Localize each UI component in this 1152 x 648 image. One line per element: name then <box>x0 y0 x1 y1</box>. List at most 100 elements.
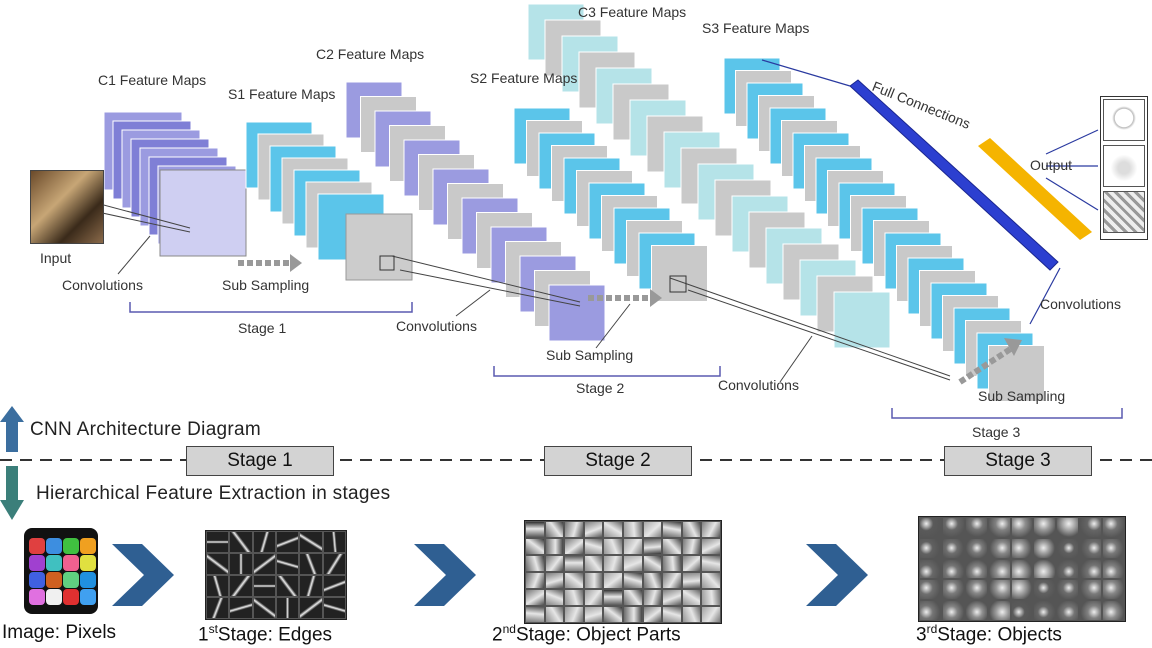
feature-cell <box>525 555 545 572</box>
feature-cell <box>987 537 1011 559</box>
feature-cell <box>206 531 230 553</box>
arrow-down-icon <box>0 466 24 520</box>
object-parts-feature-grid <box>524 520 722 624</box>
sub-sampling-label-3: Sub Sampling <box>978 388 1066 404</box>
convolutions-label-4: Convolutions <box>1040 296 1121 312</box>
stage2-brace <box>493 366 721 377</box>
stage2-box: Stage 2 <box>544 446 692 476</box>
pixel-dot <box>46 572 62 588</box>
full-connections-bar <box>849 79 1059 271</box>
feature-cell <box>583 538 604 555</box>
connector-line <box>455 289 491 317</box>
feature-cell <box>525 538 545 555</box>
feature-cell <box>642 606 663 623</box>
feature-cell <box>701 589 721 606</box>
feature-cell <box>564 555 584 572</box>
connection-lines <box>69 59 1123 419</box>
feature-cell <box>544 572 565 589</box>
s3-feature-maps-label: S3 Feature Maps <box>702 20 810 36</box>
stage2-ordinal: 2 <box>492 624 503 646</box>
feature-cell <box>206 597 230 619</box>
feature-cell <box>1033 600 1057 621</box>
feature-cell <box>603 606 623 623</box>
feature-cell <box>1056 517 1080 538</box>
feature-cell <box>701 606 721 623</box>
feature-map <box>651 245 708 302</box>
edges-feature-grid <box>205 530 347 620</box>
connector-line <box>779 335 813 383</box>
arrow-head-icon <box>1004 338 1022 356</box>
feature-cell <box>252 553 276 575</box>
feature-cell <box>701 521 721 538</box>
feature-cell <box>1010 600 1034 621</box>
connector-line <box>1045 129 1099 155</box>
feature-cell <box>642 538 663 555</box>
feature-cell <box>681 521 702 538</box>
pixel-dot <box>80 538 96 554</box>
stage2-ordinal-suffix: nd <box>502 622 516 636</box>
stage3-ordinal-suffix: rd <box>926 622 938 636</box>
feature-cell <box>662 606 682 623</box>
stage1-ordinal-suffix: st <box>208 622 218 636</box>
c2-feature-maps-label: C2 Feature Maps <box>316 46 425 62</box>
feature-cell <box>919 537 942 559</box>
feature-cell <box>252 531 276 553</box>
feature-cell <box>603 589 623 606</box>
feature-cell <box>987 600 1011 621</box>
feature-cell <box>964 579 988 601</box>
feature-cell <box>1102 579 1125 601</box>
output-face-image <box>1103 99 1145 141</box>
pixels-phone-image <box>24 528 98 614</box>
chevron-right-icon <box>806 544 868 606</box>
feature-cell <box>681 555 702 572</box>
feature-cell <box>564 572 584 589</box>
chevron-right-icon <box>414 544 476 606</box>
feature-cell <box>276 531 300 553</box>
feature-cell <box>1102 558 1125 580</box>
feature-cell <box>662 538 682 555</box>
stage3-brace <box>891 408 1123 419</box>
feature-cell <box>322 553 346 575</box>
feature-cell <box>919 558 942 580</box>
feature-cell <box>1079 600 1103 621</box>
feature-cell <box>564 538 584 555</box>
stage3-label: Stage 3 <box>972 424 1021 440</box>
feature-cell <box>1033 579 1057 601</box>
feature-cell <box>681 589 702 606</box>
arrow-up-icon <box>0 406 24 452</box>
connector-line <box>391 255 581 303</box>
output-label: Output <box>1030 157 1073 173</box>
feature-cell <box>623 555 643 572</box>
feature-cell <box>987 517 1011 538</box>
feature-cell <box>1056 537 1080 559</box>
feature-cell <box>603 521 623 538</box>
feature-cell <box>941 558 965 580</box>
objects-feature-grid <box>918 516 1126 622</box>
connector-line <box>1045 177 1099 211</box>
stage1-caption: 1stStage: Edges <box>198 622 332 646</box>
feature-cell <box>525 521 545 538</box>
feature-cell <box>1033 558 1057 580</box>
pixel-dot <box>46 538 62 554</box>
arrow-head-icon <box>290 254 302 272</box>
feature-cell <box>564 606 584 623</box>
feature-cell <box>229 553 253 575</box>
feature-cell <box>919 579 942 601</box>
feature-cell <box>603 538 623 555</box>
feature-cell <box>252 597 276 619</box>
feature-cell <box>964 558 988 580</box>
feature-cell <box>642 521 663 538</box>
convolutions-label-3: Convolutions <box>718 377 799 393</box>
feature-cell <box>1056 558 1080 580</box>
feature-cell <box>1056 579 1080 601</box>
feature-cell <box>662 572 682 589</box>
pixel-dot <box>63 572 79 588</box>
hierarchical-extraction-label: Hierarchical Feature Extraction in stage… <box>36 483 391 504</box>
kernel-square <box>379 255 395 271</box>
output-objects-image <box>1103 191 1145 233</box>
feature-cell <box>1010 517 1034 538</box>
feature-cell <box>206 553 230 575</box>
s3-stack <box>723 57 1045 402</box>
feature-cell <box>322 597 346 619</box>
feature-cell <box>623 538 643 555</box>
